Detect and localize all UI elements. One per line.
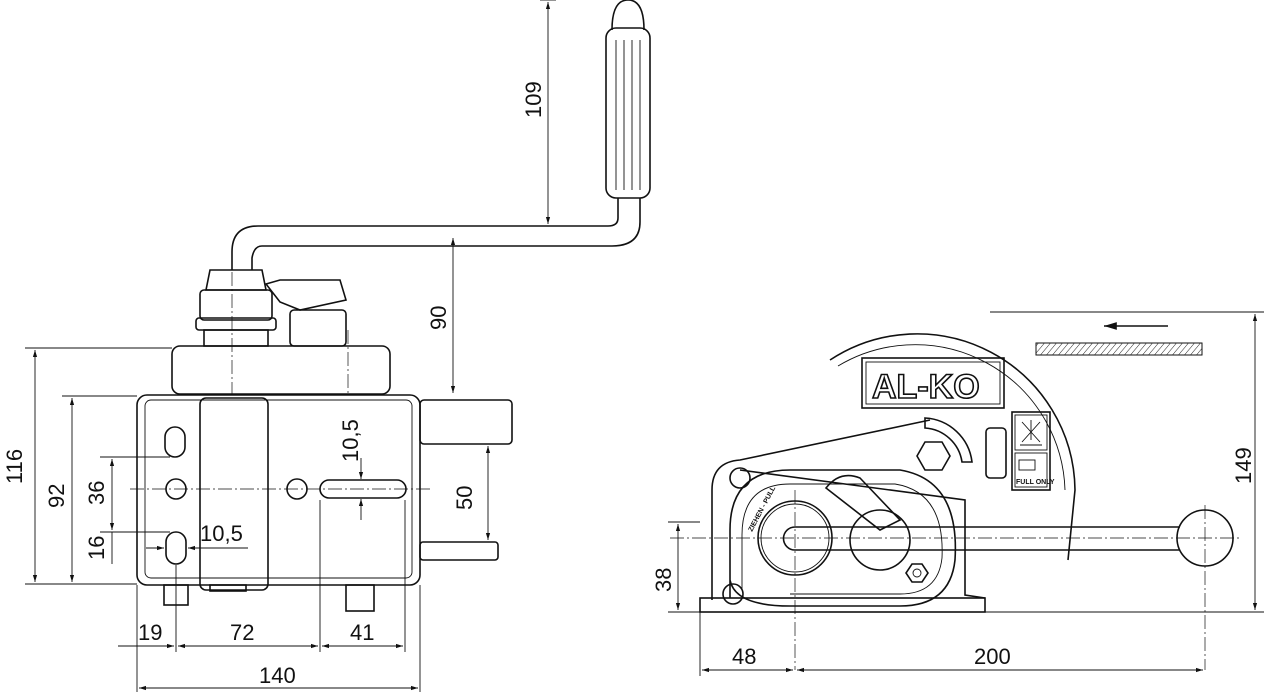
mounting-plate	[136, 394, 421, 586]
dim-200: 200	[974, 644, 1011, 669]
dim-10-5-vertical: 10,5	[338, 419, 363, 462]
dim-90: 90	[426, 306, 451, 330]
cable	[1035, 342, 1203, 356]
dim-19: 19	[138, 620, 162, 645]
dim-116: 116	[2, 449, 27, 484]
hub	[195, 269, 348, 347]
bolt	[345, 584, 375, 612]
dimensions-front: 38 48 200 149	[651, 311, 1264, 676]
winding-handle	[782, 526, 1180, 551]
dim-48: 48	[732, 644, 756, 669]
front-view: AL-KO FULL ONLY ZIEHEN - PULL 38	[651, 311, 1264, 676]
dim-50: 50	[452, 486, 477, 510]
full-only-label: FULL ONLY	[1016, 479, 1055, 486]
side-view: 109 90 116 92 36 16 10,5 10,5 50	[2, 0, 651, 692]
dim-140: 140	[259, 663, 296, 688]
dimensions-side: 109 90 116 92 36 16 10,5 10,5 50	[2, 0, 556, 692]
slot-hole	[164, 426, 186, 458]
bolt-head	[729, 467, 751, 489]
slot-hole	[165, 531, 187, 565]
warning-label	[1011, 411, 1051, 491]
logo-plate	[861, 357, 1005, 409]
dim-109: 109	[521, 81, 546, 118]
base-plate	[699, 597, 986, 613]
gear-housing	[171, 345, 391, 395]
drum-flange-top	[419, 399, 513, 445]
drum-flange-bottom	[419, 541, 499, 561]
dim-36: 36	[84, 481, 109, 505]
crank-handle	[231, 0, 651, 270]
dim-41: 41	[350, 620, 374, 645]
dim-16: 16	[84, 536, 109, 560]
dim-10-5-horizontal: 10,5	[200, 521, 243, 546]
nut	[916, 441, 951, 471]
dim-38: 38	[651, 568, 676, 592]
dim-149: 149	[1231, 447, 1256, 484]
dim-72: 72	[230, 620, 254, 645]
alko-logo: AL-KO	[872, 368, 980, 406]
side-plate	[199, 397, 269, 591]
dim-92: 92	[44, 484, 69, 508]
bolt	[209, 584, 247, 592]
drum-housing	[829, 333, 1076, 561]
